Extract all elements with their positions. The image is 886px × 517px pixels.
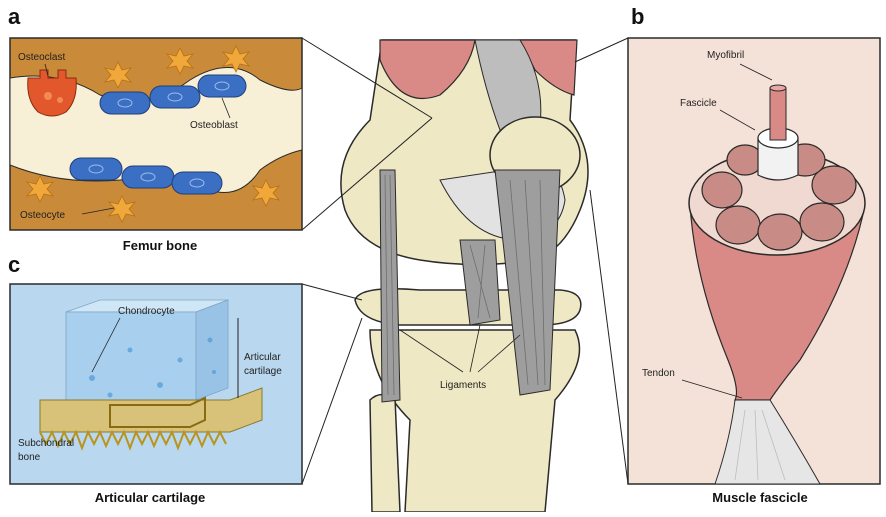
fibula [370, 394, 400, 512]
panel-a-caption: Femur bone [90, 238, 230, 253]
ligaments-label: Ligaments [440, 380, 486, 391]
myofibril-strand [770, 88, 786, 140]
myofibril-label: Myofibril [707, 50, 744, 61]
panel-b: Myofibril Fascicle Tendon [575, 38, 880, 484]
panel-b-connector-top [575, 38, 628, 62]
panel-c-caption: Articular cartilage [40, 490, 260, 505]
cartilage-block-front [66, 312, 196, 400]
fascicle-label: Fascicle [680, 98, 717, 109]
panel-a-letter: a [8, 4, 20, 30]
subchondral-label-line1: Subchondral [18, 438, 74, 449]
panel-b-connector-bottom [590, 190, 628, 484]
panel-c-letter: c [8, 252, 20, 278]
articular-label-line1: Articular [244, 352, 281, 363]
panel-c-connector-top [302, 284, 362, 300]
chondrocyte-label: Chondrocyte [118, 306, 175, 317]
osteoclast-label: Osteoclast [18, 52, 65, 63]
panel-c: Chondrocyte Articular cartilage Subchond… [10, 284, 362, 484]
osteocyte-label: Osteocyte [20, 210, 65, 221]
articular-label-line2: cartilage [244, 366, 282, 377]
panel-c-connector-bottom [302, 318, 362, 484]
tendon-label: Tendon [642, 368, 675, 379]
panel-b-caption: Muscle fascicle [660, 490, 860, 505]
panel-b-letter: b [631, 4, 644, 30]
subchondral-label-line2: bone [18, 452, 41, 463]
knee-illustration: Ligaments [341, 40, 588, 512]
osteoblast-label: Osteoblast [190, 120, 238, 131]
